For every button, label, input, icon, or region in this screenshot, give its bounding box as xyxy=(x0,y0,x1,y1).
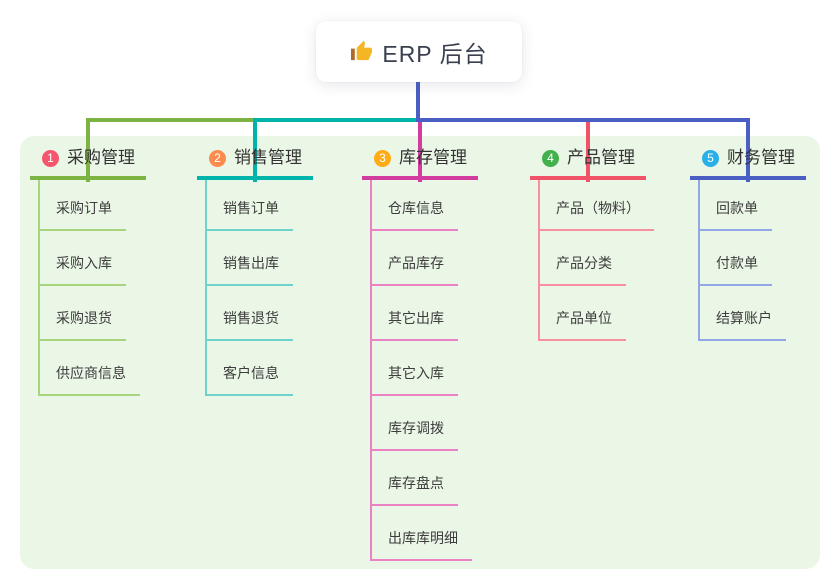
branch-children-3: 仓库信息产品库存其它出库其它入库库存调拨库存盘点出库库明细 xyxy=(370,176,472,561)
branch-topic-4[interactable]: 4 产品管理 xyxy=(530,146,646,180)
child-row: 采购订单 xyxy=(38,176,140,231)
connector-root-stem xyxy=(416,82,420,122)
child-connector-line xyxy=(38,180,40,396)
child-item[interactable]: 出库库明细 xyxy=(370,528,472,561)
child-item[interactable]: 产品（物料） xyxy=(538,198,654,231)
branches-panel xyxy=(20,136,820,569)
child-row: 库存调拨 xyxy=(370,396,472,451)
child-item[interactable]: 结算账户 xyxy=(698,308,786,341)
child-row: 产品库存 xyxy=(370,231,472,286)
branch-title: 库存管理 xyxy=(399,148,467,167)
branch-topic-1[interactable]: 1 采购管理 xyxy=(30,146,146,180)
child-row: 其它出库 xyxy=(370,286,472,341)
child-row: 采购入库 xyxy=(38,231,140,286)
child-row: 产品分类 xyxy=(538,231,654,286)
child-row: 回款单 xyxy=(698,176,786,231)
branch-title: 产品管理 xyxy=(567,148,635,167)
branch-title: 销售管理 xyxy=(234,148,302,167)
child-connector-line xyxy=(370,180,372,561)
connector-drop-2 xyxy=(253,118,257,182)
child-item[interactable]: 销售出库 xyxy=(205,253,293,286)
child-item[interactable]: 采购入库 xyxy=(38,253,126,286)
branch-children-1: 采购订单采购入库采购退货供应商信息 xyxy=(38,176,140,396)
child-row: 仓库信息 xyxy=(370,176,472,231)
branch-topic-5[interactable]: 5 财务管理 xyxy=(690,146,806,180)
branch-topic-3[interactable]: 3 库存管理 xyxy=(362,146,478,180)
branch-children-2: 销售订单销售出库销售退货客户信息 xyxy=(205,176,293,396)
branch-children-4: 产品（物料） 产品分类产品单位 xyxy=(538,176,654,341)
child-item[interactable]: 销售订单 xyxy=(205,198,293,231)
child-item[interactable]: 库存盘点 xyxy=(370,473,458,506)
child-row: 销售退货 xyxy=(205,286,293,341)
child-item[interactable]: 供应商信息 xyxy=(38,363,140,396)
connector-drop-3 xyxy=(418,118,422,182)
child-row: 销售订单 xyxy=(205,176,293,231)
child-item[interactable]: 回款单 xyxy=(698,198,772,231)
child-connector-line xyxy=(698,180,700,341)
child-item[interactable]: 客户信息 xyxy=(205,363,293,396)
child-row: 销售出库 xyxy=(205,231,293,286)
branch-children-5: 回款单付款单结算账户 xyxy=(698,176,786,341)
child-row: 采购退货 xyxy=(38,286,140,341)
branch-title: 采购管理 xyxy=(67,148,135,167)
connector-drop-4 xyxy=(586,118,590,182)
connector-rail-left-teal xyxy=(253,118,420,122)
branch-topic-2[interactable]: 2 销售管理 xyxy=(197,146,313,180)
child-row: 结算账户 xyxy=(698,286,786,341)
child-item[interactable]: 销售退货 xyxy=(205,308,293,341)
child-item[interactable]: 其它入库 xyxy=(370,363,458,396)
child-row: 客户信息 xyxy=(205,341,293,396)
child-item[interactable]: 库存调拨 xyxy=(370,418,458,451)
branch-title: 财务管理 xyxy=(727,148,795,167)
branch-number-badge: 1 xyxy=(42,149,59,167)
child-connector-line xyxy=(538,180,540,341)
child-item[interactable]: 产品分类 xyxy=(538,253,626,286)
child-item[interactable]: 采购退货 xyxy=(38,308,126,341)
connector-drop-5 xyxy=(746,118,750,182)
root-node-erp[interactable]: ERP 后台 xyxy=(316,21,522,82)
child-item[interactable]: 产品库存 xyxy=(370,253,458,286)
child-row: 付款单 xyxy=(698,231,786,286)
branch-number-badge: 5 xyxy=(702,149,719,167)
child-item[interactable]: 付款单 xyxy=(698,253,772,286)
child-row: 供应商信息 xyxy=(38,341,140,396)
root-node-label: ERP 后台 xyxy=(382,40,488,67)
connector-drop-1 xyxy=(86,118,90,182)
thumbs-up-icon xyxy=(350,40,373,63)
connector-rail-right-blue xyxy=(416,118,750,122)
branch-number-badge: 4 xyxy=(542,149,559,167)
branch-number-badge: 3 xyxy=(374,149,391,167)
branch-number-badge: 2 xyxy=(209,149,226,167)
child-item[interactable]: 其它出库 xyxy=(370,308,458,341)
child-row: 其它入库 xyxy=(370,341,472,396)
child-row: 产品（物料） xyxy=(538,176,654,231)
child-item[interactable]: 产品单位 xyxy=(538,308,626,341)
connector-rail-left-green xyxy=(86,118,257,122)
child-row: 产品单位 xyxy=(538,286,654,341)
child-item[interactable]: 采购订单 xyxy=(38,198,126,231)
child-connector-line xyxy=(205,180,207,396)
child-row: 库存盘点 xyxy=(370,451,472,506)
child-item[interactable]: 仓库信息 xyxy=(370,198,458,231)
child-row: 出库库明细 xyxy=(370,506,472,561)
